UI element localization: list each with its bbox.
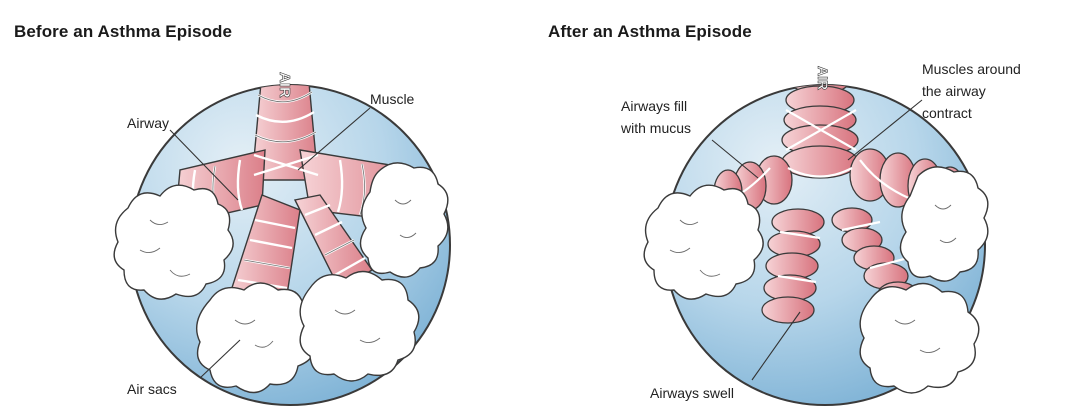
before-title: Before an Asthma Episode — [14, 22, 233, 41]
label-muscles-line2: the airway — [922, 83, 986, 99]
label-mucus-line1: Airways fill — [621, 98, 688, 114]
after-air-sacs — [643, 166, 989, 394]
before-leader-lines — [169, 107, 371, 379]
before-air-text: AIR — [276, 72, 293, 98]
label-airways-swell: Airways swell — [650, 385, 735, 401]
label-muscles-line1: Muscles around — [922, 61, 1021, 77]
label-mucus-line2: with mucus — [621, 120, 692, 136]
after-title: After an Asthma Episode — [548, 22, 752, 41]
label-muscle: Muscle — [370, 91, 415, 107]
after-lung-illustration: AIR — [643, 66, 989, 406]
label-air-sacs: Air sacs — [127, 381, 177, 397]
panel-after: After an Asthma Episode — [530, 0, 1067, 412]
panel-before: Before an Asthma Episode — [0, 0, 530, 412]
before-lung-illustration: AIR — [113, 72, 451, 406]
before-air-sacs — [113, 162, 449, 394]
label-airway: Airway — [127, 115, 170, 131]
label-muscles-line3: contract — [922, 105, 972, 121]
after-air-text: AIR — [815, 66, 831, 90]
after-leader-lines — [711, 99, 923, 381]
